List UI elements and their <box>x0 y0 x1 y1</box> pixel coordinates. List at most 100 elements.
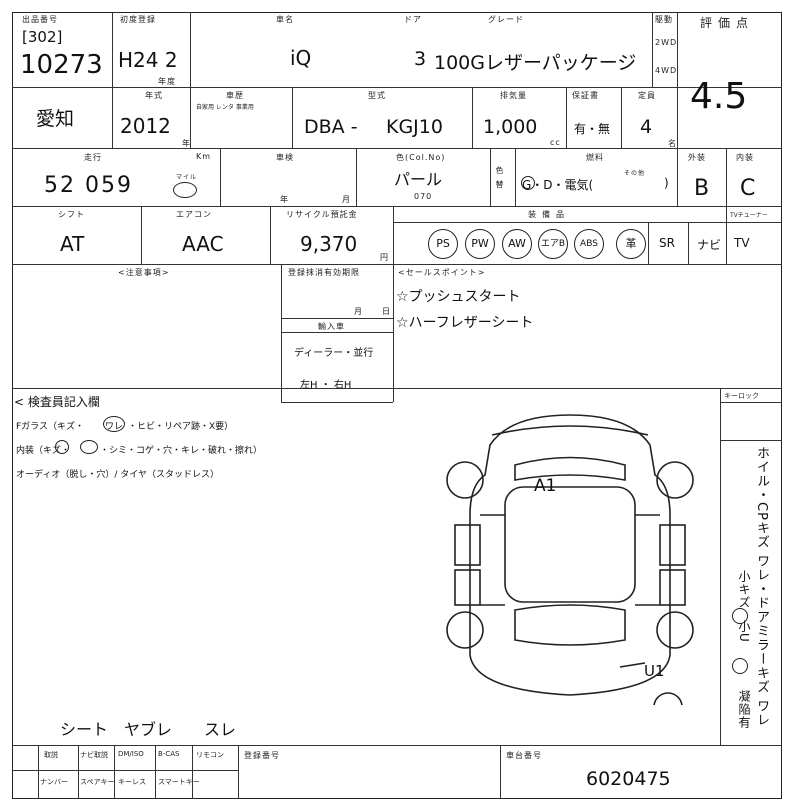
chassis-label: 車台番号 <box>506 751 542 760</box>
footer-item-4: B-CAS <box>158 750 180 758</box>
inspection-line1-rest: ・ヒビ・リペア跡・X要） <box>128 422 234 432</box>
equipment-item: 革 <box>616 229 646 259</box>
equipment-sr: SR <box>659 236 675 250</box>
equipment-item: ABS <box>574 229 604 259</box>
recycle-label: リサイクル預託金 <box>286 210 358 219</box>
model-value: iQ <box>290 46 312 70</box>
reg-deadline-label: 登録抹消有効期限 <box>288 268 360 277</box>
color-label: 色(Col.No) <box>396 153 446 162</box>
fuel-g-circle <box>521 176 535 190</box>
mileage-label: 走行 <box>84 153 102 162</box>
chassis-value: 6020475 <box>586 768 671 790</box>
mileage-unit-top: Km <box>196 152 212 161</box>
first-reg-label: 初度登録 <box>120 15 156 24</box>
warranty-label: 保証書 <box>572 91 599 100</box>
interior-note: シート ヤブレ スレ <box>60 720 237 739</box>
equipment-tv: TV <box>734 236 750 250</box>
interior-label: 内装 <box>736 153 754 162</box>
mileage-unit-circle: マイル <box>176 174 198 181</box>
sales-label: <セールスポイント> <box>398 268 486 277</box>
reg-month: 月 <box>354 307 363 316</box>
keys-label: キーロック <box>724 392 759 400</box>
displacement-unit: cc <box>550 138 561 147</box>
code-a1: A1 <box>534 476 557 496</box>
color-value: パール <box>394 170 443 189</box>
tv-label: TVチューナー <box>730 212 768 219</box>
ac-label: エアコン <box>176 210 212 219</box>
equipment-item: エアB <box>538 229 568 259</box>
mileage-unit-mark <box>173 182 197 198</box>
legend-circle-1 <box>732 608 748 624</box>
equipment-item: PW <box>465 229 495 259</box>
reg-day: 日 <box>382 307 391 316</box>
sales-point-1: ☆プッシュスタート <box>396 289 521 305</box>
score-value: 4.5 <box>690 76 748 117</box>
color-change: 色替 <box>495 166 504 194</box>
model-label: 車名 <box>276 15 294 24</box>
history-sub: 自家用 レンタ 事業用 <box>196 104 254 111</box>
footer-item-7: スペアキー <box>80 778 115 786</box>
legend-small-u: 小U <box>737 620 751 643</box>
recycle-value: 9,370 <box>300 232 358 256</box>
import-label: 輸入車 <box>318 322 345 331</box>
code-u1: U1 <box>644 662 665 680</box>
fuel-value: G・D・電気( <box>522 178 594 192</box>
reg-number-label: 登録番号 <box>244 751 280 760</box>
inspection-line3: オーディオ（脱し・穴）/ タイヤ（スタッドレス） <box>16 470 219 480</box>
origin-value: 愛知 <box>36 108 75 130</box>
footer-item-6: ナンバー <box>40 778 68 786</box>
inspection-month: 月 <box>342 195 351 204</box>
car-diagram <box>446 414 694 705</box>
grade-label: グレード <box>488 15 524 24</box>
footer-item-2: ナビ取説 <box>80 751 108 759</box>
fuel-other: その他 <box>624 170 646 177</box>
legend-circle-2 <box>732 658 748 674</box>
sheet-frame <box>12 12 782 799</box>
interior-value: C <box>740 176 756 201</box>
first-reg-value: H24 2 <box>118 48 178 72</box>
first-reg-sub: 年度 <box>158 77 176 86</box>
ac-value: AAC <box>182 232 224 256</box>
footer-item-3: DM/ISO <box>118 750 144 758</box>
legend-mark: 凝陥有 <box>737 690 751 729</box>
mileage-value: 52 059 <box>44 173 133 198</box>
lot-prefix: [302] <box>22 28 63 46</box>
legend-small-dent: 小キズ <box>737 570 751 609</box>
shift-value: AT <box>60 232 85 256</box>
capacity-value: 4 <box>640 116 653 138</box>
line2-circle-2 <box>80 440 98 454</box>
type-label: 型式 <box>368 91 386 100</box>
footer-item-8: キーレス <box>118 778 146 786</box>
exterior-label: 外装 <box>688 153 706 162</box>
footer-item-9: スマートキー <box>158 778 200 786</box>
type-prefix: DBA - <box>304 116 358 138</box>
footer-item-5: リモコン <box>196 751 224 759</box>
year-value: 2012 <box>120 114 171 138</box>
sales-point-2: ☆ハーフレザーシート <box>396 315 534 331</box>
handle-value: 左H ・ 右H <box>300 380 352 391</box>
equipment-item: PS <box>428 229 458 259</box>
shift-label: シフト <box>58 210 85 219</box>
import-value: ディーラー・並行 <box>294 348 374 359</box>
inspection-year: 年 <box>280 195 289 204</box>
door-label: ドア <box>404 15 422 24</box>
year-label: 年式 <box>145 91 163 100</box>
exterior-value: B <box>694 176 710 201</box>
displacement-value: 1,000 <box>483 116 538 138</box>
displacement-label: 排気量 <box>500 91 527 100</box>
inspection-title: < 検査員記入欄 <box>14 395 100 409</box>
warranty-value: 有・無 <box>574 122 611 136</box>
drive-2wd: 2WD <box>655 38 678 47</box>
recycle-unit: 円 <box>380 253 389 262</box>
capacity-label: 定員 <box>638 91 656 100</box>
fuel-close: ) <box>664 176 669 190</box>
capacity-unit: 名 <box>668 139 677 148</box>
footer-item-1: 取説 <box>44 751 58 759</box>
drive-label: 駆動 <box>655 15 673 24</box>
equipment-item: AW <box>502 229 532 259</box>
score-label: 評価点 <box>700 16 755 30</box>
equipment-navi: ナビ <box>697 238 722 252</box>
fuel-label: 燃料 <box>586 153 604 162</box>
equipment-label: 装備品 <box>528 210 570 219</box>
drive-4wd: 4WD <box>655 66 678 75</box>
